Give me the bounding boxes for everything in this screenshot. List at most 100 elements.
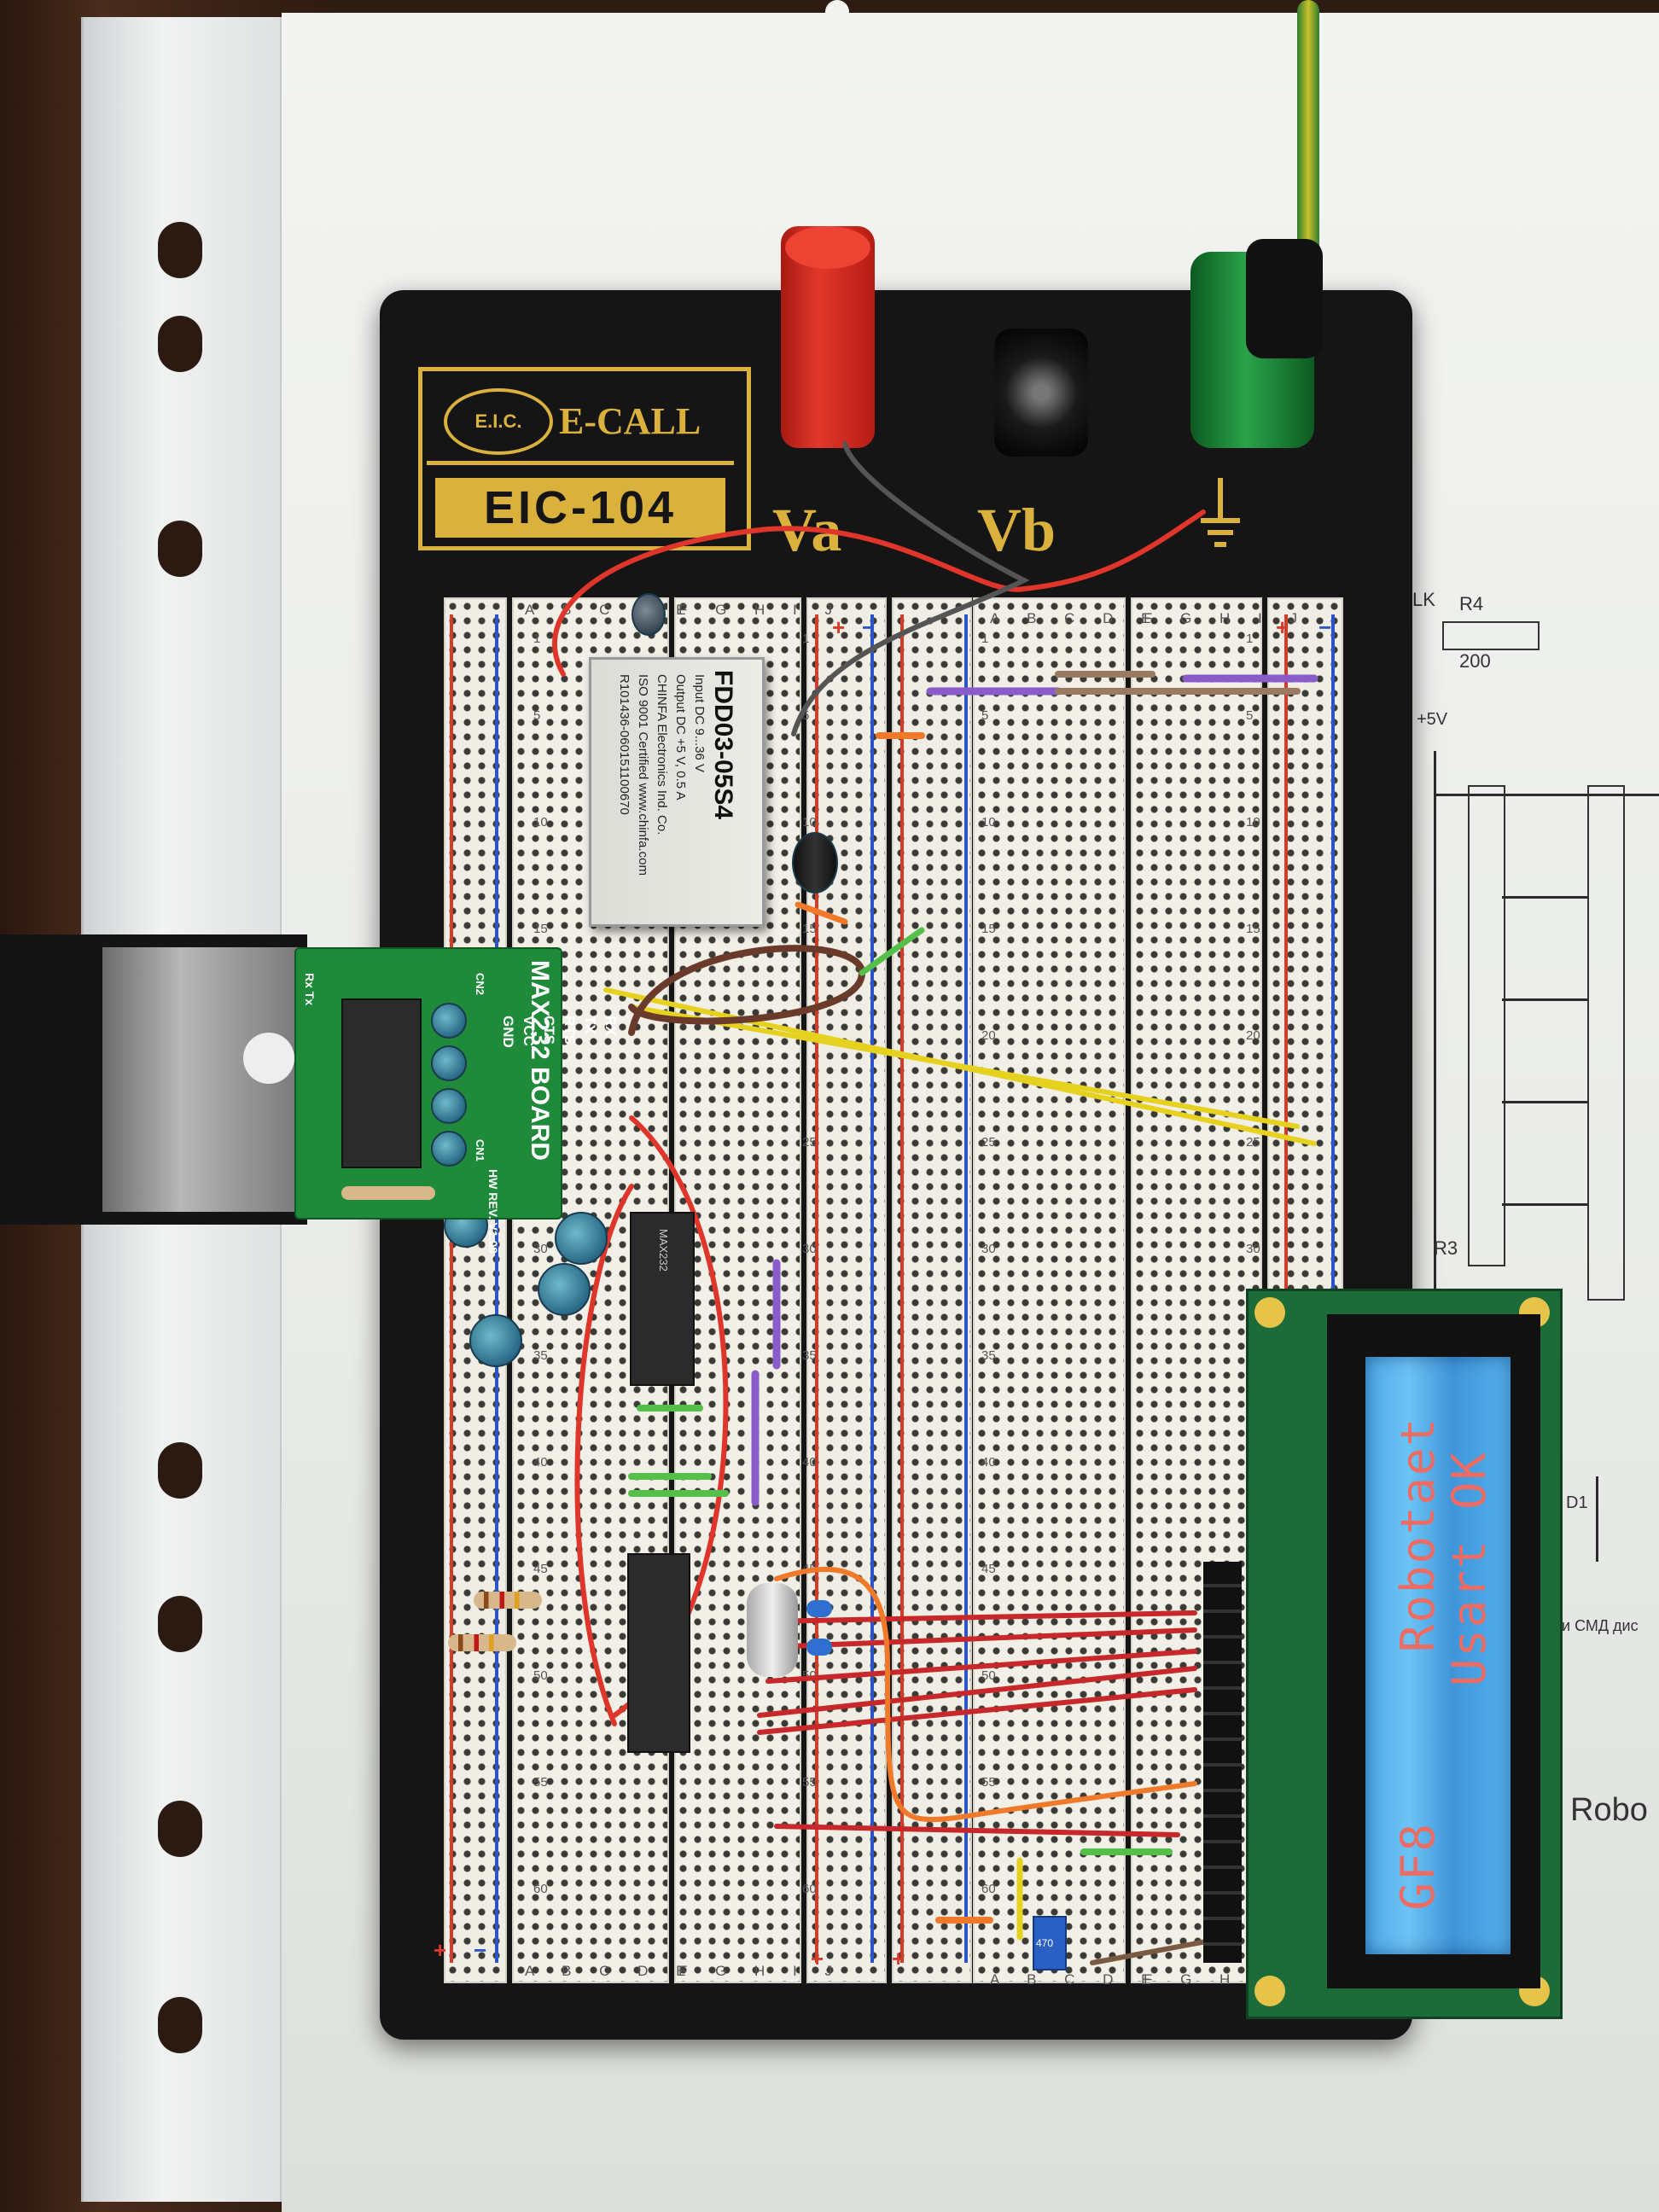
row-number: 1 — [981, 632, 989, 646]
red-supply-wire — [552, 509, 1206, 677]
row-number: 55 — [533, 1775, 548, 1790]
rail-blue-line — [870, 614, 874, 1963]
mikroe-sticker — [243, 1033, 294, 1084]
dcdc-spec-line: R101436-060151100670 — [617, 674, 632, 815]
row-number: 30 — [981, 1242, 996, 1256]
electrolytic-capacitor — [469, 1314, 522, 1367]
row-number: 5 — [533, 708, 541, 723]
row-number: 35 — [533, 1348, 548, 1363]
dcdc-converter-module — [589, 657, 765, 927]
column-header-abcde: A B C D E — [990, 1971, 1163, 1988]
orange-long-wire — [774, 1566, 1197, 1823]
row-number: 60 — [981, 1882, 996, 1896]
rail-red-line — [450, 614, 453, 1963]
lcd-line-3: GF8 — [1391, 1822, 1445, 1911]
pin-label: RX — [602, 1016, 619, 1036]
resistor — [448, 1634, 516, 1651]
brown-loop-wire — [628, 945, 866, 1036]
electrolytic-capacitor — [555, 1212, 608, 1265]
row-number: 5 — [1246, 708, 1254, 723]
pin-label: TX — [582, 1016, 598, 1034]
brand-name: E-CALL — [559, 400, 701, 442]
brand-eic-badge: E.I.C. — [444, 388, 553, 455]
smd-capacitor — [431, 1003, 467, 1039]
trimmer-potentiometer[interactable] — [1033, 1916, 1067, 1970]
row-number: 55 — [981, 1775, 996, 1790]
ic-chip-label: MAX232 — [657, 1229, 670, 1272]
dcdc-spec-line: Input DC 9...36 V — [692, 674, 707, 773]
schematic-wire — [1434, 794, 1659, 796]
row-number: 20 — [1246, 1028, 1260, 1043]
row-number: 1 — [533, 632, 541, 646]
schematic-r3-label: R3 — [1434, 1237, 1458, 1259]
row-number: 5 — [981, 708, 989, 723]
red-data-wire — [765, 1610, 1197, 1624]
schematic-resistor-r4 — [1442, 621, 1540, 650]
schematic-wire — [1502, 1203, 1587, 1206]
white-power-cable — [825, 0, 849, 222]
sleeve-hole — [158, 316, 202, 372]
row-number: 25 — [802, 1135, 817, 1150]
red-data-wire — [774, 1824, 1180, 1837]
column-header-abcde: A B C D E — [990, 610, 1163, 626]
resistor — [341, 1186, 435, 1200]
rail-red-line — [1284, 614, 1288, 1297]
max232-board — [294, 947, 562, 1220]
sleeve-hole — [158, 1997, 202, 2053]
connector-label: CN1 — [474, 1139, 486, 1162]
lcd-pin-header — [1203, 1562, 1242, 1963]
dcdc-spec-line: Output DC +5 V, 0.5 A — [673, 674, 688, 800]
red-long-arc — [574, 1184, 634, 1726]
row-number: 30 — [533, 1242, 548, 1256]
schematic-d1-label: D1 — [1566, 1493, 1588, 1512]
electrolytic-capacitor — [632, 593, 666, 636]
row-number: 35 — [802, 1348, 817, 1363]
row-number: 60 — [802, 1882, 817, 1896]
model-number: EIC-104 — [435, 478, 725, 538]
black-binding-post[interactable] — [994, 329, 1088, 457]
row-number: 1 — [1246, 632, 1254, 646]
lcd-screen — [1365, 1357, 1511, 1954]
column-header-abcde: A B C D E — [525, 1963, 698, 1979]
row-number: 40 — [981, 1455, 996, 1470]
rail-minus-marker: − — [1318, 614, 1332, 640]
row-number: 60 — [533, 1882, 548, 1896]
sleeve-hole — [158, 222, 202, 278]
brand-logo-top — [427, 375, 734, 465]
power-rail-middle-2 — [892, 597, 972, 1983]
schematic-connector — [1587, 785, 1625, 1301]
row-number: 20 — [981, 1028, 996, 1043]
ground-icon — [1199, 478, 1242, 555]
rail-minus-marker: − — [474, 1937, 487, 1963]
mounting-hole — [1254, 1297, 1285, 1328]
lcd-line-1: Robotaet — [1391, 1417, 1445, 1653]
schematic-r4-value: 200 — [1459, 650, 1491, 672]
row-number: 25 — [981, 1135, 996, 1150]
row-number: 10 — [1246, 815, 1260, 830]
microcontroller-chip — [627, 1553, 690, 1753]
yellow-long-wire — [629, 1004, 1300, 1129]
row-number: 45 — [981, 1562, 996, 1576]
rail-red-line — [900, 614, 904, 1963]
row-number: 15 — [981, 922, 996, 936]
row-number: 50 — [533, 1668, 548, 1683]
smd-capacitor — [431, 1131, 467, 1167]
schematic-robo-text: Robo — [1570, 1792, 1648, 1828]
column-header-fghij: F G H I J — [678, 1963, 844, 1979]
rail-plus-marker: + — [1276, 614, 1289, 640]
column-header-fghij: F G H I J — [1144, 610, 1309, 626]
rail-blue-line — [495, 614, 498, 1963]
row-number: 40 — [802, 1455, 817, 1470]
sleeve-hole — [158, 521, 202, 577]
mounting-hole — [1254, 1976, 1285, 2006]
column-header-fghij: F G H I J — [678, 602, 844, 618]
max232-pin-labels: GND VCC CTS RTS TX RX — [499, 1016, 619, 1048]
schematic-wire — [1502, 1101, 1587, 1103]
row-number: 15 — [1246, 922, 1260, 936]
resistor — [474, 1592, 542, 1609]
row-number: 50 — [981, 1668, 996, 1683]
rail-plus-marker: + — [832, 614, 846, 640]
lcd-line-2: Usart OK — [1442, 1451, 1496, 1687]
crystal-oscillator — [747, 1583, 798, 1677]
max232-chip — [341, 998, 422, 1168]
